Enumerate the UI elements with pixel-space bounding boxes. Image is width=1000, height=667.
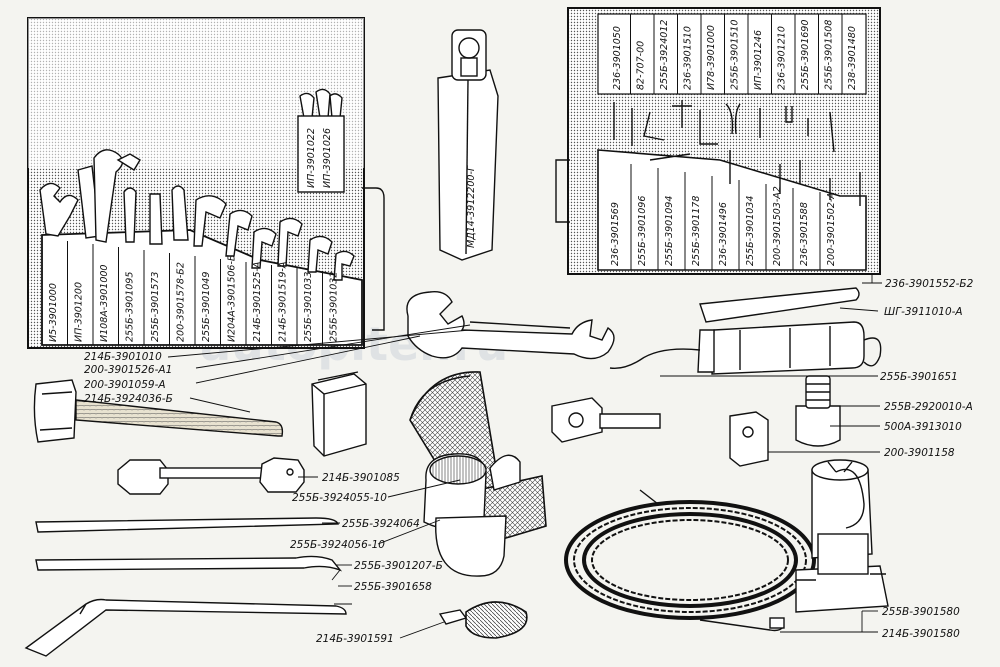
left-pouch-label: 255Б-3901095 [125,272,136,342]
hose-holder-bag [409,371,547,577]
callout-c6: 200-3901158 [884,447,955,459]
left-pouch-small-label: ИП-3901022 [306,128,317,188]
left-pouch-label: 255Б-3901032 [329,272,340,342]
right-pouch-top-labels: 236-3901050 82-707-00 255Б-3924012 236-3901… [612,20,858,90]
right-pouch-bottom-label: 236-3901588 [799,202,810,266]
callout-c19: 214Б-3901580 [882,628,960,640]
callout-c12: 255Б-3924055-10 [292,492,387,504]
left-pouch-label: 255Б-3901573 [150,272,161,342]
left-pouch-label: И204А-3901506-Б [227,254,238,342]
tubular-box-wrench [117,457,305,495]
right-pouch-top-label: 255Б-3901690 [800,20,811,90]
callout-c7: 214Б-3901010 [84,351,162,363]
right-pouch-tools [613,100,861,206]
left-pouch-dividers [67,241,323,345]
handle-label: МД14-3912200-Г [466,165,477,248]
right-pouch-top-label: 236-3901510 [683,26,694,90]
jack-head [795,375,841,447]
callout-c15: 255Б-3901207-Б [354,560,443,572]
right-pouch-dividers [630,14,843,270]
callout-c5: 500А-3913010 [884,421,962,433]
right-pouch-bottom-label: 255Б-3901094 [664,196,675,266]
right-pouch-top-label: И78-3901000 [706,25,717,90]
left-pouch-label: 214Б-3901525-А [252,262,263,342]
wrench-handle-md14: МД14-3912200-Г [437,29,499,261]
right-pouch-top-label: 255Б-3924012 [659,20,670,90]
callout-c3: 255Б-3901651 [880,371,958,383]
right-pouch-bottom-label: 200-3901502-А [826,192,837,266]
right-pouch-top-label: 255Б-3901510 [730,20,741,90]
left-pouch-label: И5-3901000 [48,283,59,342]
hydraulic-jack [795,459,889,613]
callout-c16: 255Б-3901658 [354,581,432,593]
left-pouch-label: 255Б-3901033 [303,272,314,342]
right-pouch-bottom-label: 255Б-3901096 [637,196,648,266]
left-pouch-label: ИП-3901200 [74,282,85,342]
right-pouch-top-label: 82-707-00 [636,41,647,90]
right-pouch-bottom-label: 200-3901503-А2 [772,186,783,266]
left-pouch-small-label: ИП-3901026 [322,128,333,188]
right-pouch-bottom-label: 236-3901496 [718,202,729,266]
left-pouch-label: 255Б-3901049 [201,272,212,342]
valve-key [551,397,661,443]
wrench-tops [39,88,355,281]
left-pouch-small-labels: ИП-3901022 ИП-3901026 [306,128,333,188]
socket-wrench-head [311,371,367,457]
right-pouch-bottom-labels: 236-3901569 255Б-3901096 255Б-3901094 255Б-… [610,186,837,266]
left-pouch-label: 200-3901578-Б2 [176,262,187,342]
right-pouch-top-label: 255Б-3901508 [824,20,835,90]
tire-inflation-hose [564,489,816,632]
left-pouch-labels: И5-3901000 ИП-3901200 И108А-3901000 255Б-39… [48,254,340,342]
right-pouch-bottom-label: 236-3901569 [610,202,621,266]
right-tool-pouch: 236-3901050 82-707-00 255Б-3924012 236-3901… [555,7,881,275]
hex-bushing [729,411,769,467]
grease-gun [609,287,882,375]
left-tool-pouch: И5-3901000 ИП-3901200 И108А-3901000 255Б-39… [27,17,385,349]
callout-c4: 255В-2920010-А [884,401,973,413]
callout-c1: 236-3901552-Б2 [885,278,974,290]
right-pouch-top-label: 238-3901480 [847,26,858,90]
callout-c11: 214Б-3901085 [322,472,400,484]
right-pouch-bottom-label: 255Б-3901034 [745,196,756,266]
callout-c13: 255Б-3924064 [342,518,420,530]
callout-c10: 214Б-3924036-Б [84,393,173,405]
pry-bar-straight [35,517,339,533]
callout-c2: ШГ-3911010-А [884,306,963,318]
leader-lines [167,274,882,639]
right-pouch-top-label: 236-3901210 [777,26,788,90]
right-pouch-top-label: 236-3901050 [612,26,623,90]
callout-c18: 255В-3901580 [882,606,960,618]
tire-pressure-gauge [438,601,528,639]
callout-c14: 255Б-3924056-10 [290,539,385,551]
wheel-wrench-bar [24,598,347,657]
callout-c17: 214Б-3901591 [316,633,394,645]
hammer [33,379,284,443]
callout-c8: 200-3901526-А1 [84,364,172,376]
callout-labels: 236-3901552-Б2 ШГ-3911010-А 255Б-3901651… [84,278,974,645]
right-pouch-bottom-label: 255Б-3901178 [691,196,702,266]
left-pouch-label: 214Б-3901519-А [278,262,289,342]
left-pouch-label: И108А-3901000 [99,265,110,342]
pry-bar-curved [35,555,343,572]
right-pouch-top-label: ИП-3901246 [753,30,764,90]
double-open-end-wrench [406,291,615,360]
callout-c9: 200-3901059-А [84,379,166,391]
